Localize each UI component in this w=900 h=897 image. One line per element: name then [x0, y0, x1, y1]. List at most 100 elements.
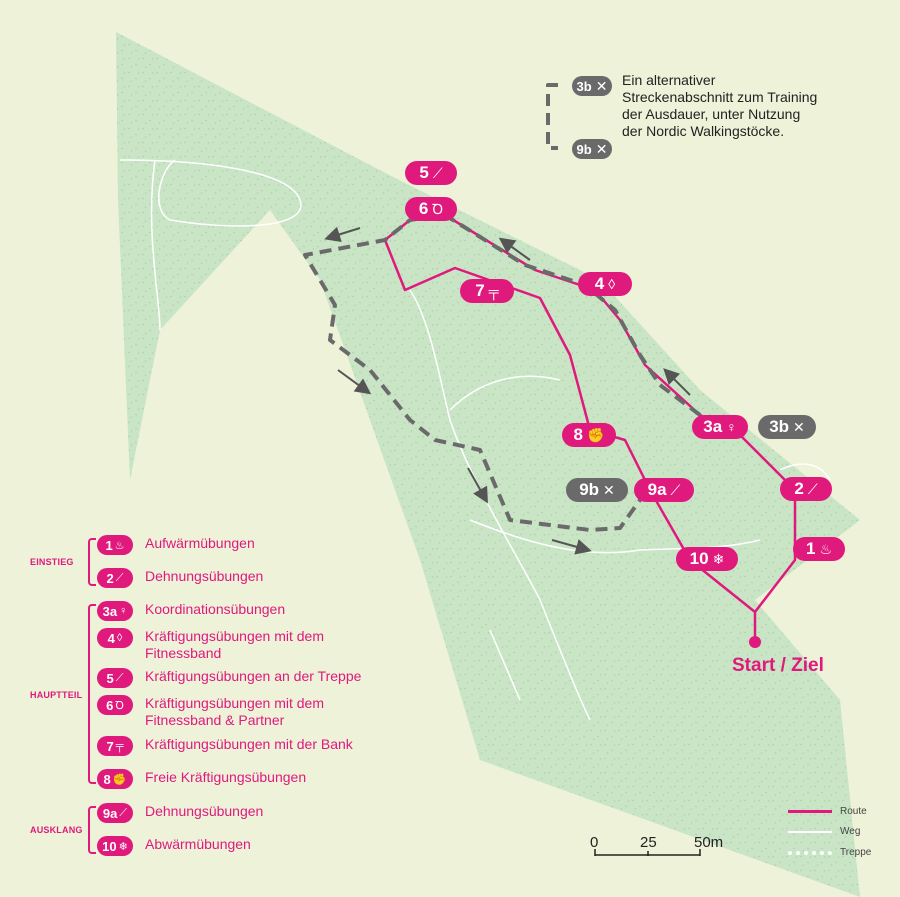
station-number: 6 [418, 199, 429, 218]
walking-poles-icon: ✕ [603, 482, 615, 498]
alt-route-description: Ein alternativer Streckenabschnitt zum T… [622, 72, 818, 139]
drop-icon: ◊ [608, 276, 616, 292]
band-partner-icon: Ꝺ [432, 201, 444, 217]
station-number: 2 [794, 479, 804, 498]
station-number: 7 [475, 281, 485, 300]
legend-text: Kräftigungsübungen mit dem Fitnessband [145, 628, 324, 661]
key-stairs: Treppe [788, 847, 871, 858]
bracket-hauptteil [88, 604, 96, 784]
station-1-badge: 1♨ [793, 537, 845, 561]
bracket-ausklang [88, 806, 96, 854]
direction-arrows [324, 226, 691, 555]
legend-text: Freie Kräftigungsübungen [145, 769, 307, 785]
start-finish-label: Start / Ziel [732, 655, 824, 676]
legend-item-3a: 3a♀ Koordinationsübungen [97, 601, 375, 621]
station-number: 5 [419, 163, 429, 182]
station-7-badge: 7╤ [460, 279, 514, 303]
station-9b-badge: 9b✕ [566, 478, 628, 502]
stretch-icon: ⟋ [807, 481, 818, 497]
station-2-badge: 2⟋ [780, 477, 832, 501]
legend-badge: 7╤ [97, 736, 133, 756]
legend-glyph-icon: ❄ [118, 840, 128, 853]
walking-poles-icon: ✕ [595, 78, 608, 94]
station-4-badge: 4◊ [578, 272, 632, 296]
legend-text: Koordinationsübungen [145, 601, 286, 617]
station-number: 10 [689, 549, 709, 568]
alternative-route [303, 83, 702, 532]
station-number: 9b [579, 480, 600, 499]
station-number: 3b [769, 417, 790, 436]
scale-bar [594, 849, 701, 856]
station-number: 9a [647, 480, 667, 499]
bicep-icon: ✊ [587, 427, 605, 443]
station-number: 1 [805, 539, 816, 558]
section-label-ausklang: AUSKLANG [30, 825, 83, 835]
key-path: Weg [788, 826, 860, 837]
legend-glyph-icon: ♨ [114, 539, 125, 552]
alt-badge-3b: 3b✕ [572, 76, 612, 96]
legend-glyph-icon: ♀ [119, 605, 128, 617]
legend-item-10: 10❄ Abwärmübungen [97, 836, 375, 856]
station-5-badge: 5⟋ [405, 161, 457, 185]
legend-text: Aufwärmübungen [145, 535, 255, 551]
legend-badge: 5⟋ [97, 668, 133, 688]
legend-badge: 8✊ [97, 769, 133, 789]
legend-glyph-icon: ╤ [115, 740, 124, 752]
legend-badge: 1♨ [97, 535, 133, 555]
station-number: 8 [573, 425, 584, 444]
legend-badge: 4◊ [97, 628, 133, 648]
legend-glyph-icon: ⟋ [115, 571, 124, 584]
legend-glyph-icon: ⟋ [119, 806, 128, 819]
legend-glyph-icon: Ꝺ [115, 699, 124, 712]
station-8-badge: 8✊ [562, 423, 616, 447]
bench-icon: ╤ [488, 283, 499, 299]
station-9a-badge: 9a⟋ [634, 478, 694, 502]
walking-poles-icon: ✕ [595, 141, 608, 157]
snowflake-icon: ❄ [712, 551, 725, 567]
station-number: 4 [594, 274, 605, 293]
scale-label-0: 0 [590, 834, 599, 851]
alt-badge-9b: 9b✕ [572, 139, 612, 159]
legend-text: Abwärmübungen [145, 836, 251, 852]
key-route: Route [788, 806, 867, 817]
legend-item-1: 1♨ Aufwärmübungen [97, 535, 375, 555]
legend-text: Kräftigungsübungen mit dem Fitnessband &… [145, 695, 324, 728]
legend-item-5: 5⟋ Kräftigungsübungen an der Treppe [97, 668, 375, 688]
bracket-einstieg [88, 538, 96, 586]
legend-badge: 3a♀ [97, 601, 133, 621]
station-number: 3a [703, 417, 723, 436]
scale-label-50: 50m [694, 834, 724, 851]
station-3a-badge: 3a♀ [692, 415, 748, 439]
legend-badge: 9a⟋ [97, 803, 133, 823]
legend-text: Dehnungsübungen [145, 803, 264, 819]
footpaths [119, 159, 831, 721]
legend-badge: 10❄ [97, 836, 133, 856]
stretch-icon: ⟋ [670, 482, 681, 498]
section-label-hauptteil: HAUPTTEIL [30, 690, 83, 700]
legend-text: Kräftigungsübungen an der Treppe [145, 668, 362, 684]
section-label-einstieg: EINSTIEG [30, 557, 74, 567]
legend-glyph-icon: ✊ [112, 773, 127, 786]
walking-poles-icon: ✕ [793, 419, 805, 435]
scale-label-25: 25 [640, 834, 657, 851]
start-point [749, 636, 761, 648]
flame-icon: ♨ [819, 541, 833, 557]
legend-item-9a: 9a⟋ Dehnungsübungen [97, 803, 375, 823]
legend-text: Dehnungsübungen [145, 568, 264, 584]
stairs-icon: ⟋ [432, 165, 443, 181]
legend-item-2: 2⟋ Dehnungsübungen [97, 568, 375, 588]
station-10-badge: 10❄ [676, 547, 738, 571]
balance-icon: ♀ [726, 419, 737, 435]
station-3b-badge: 3b✕ [758, 415, 816, 439]
legend-glyph-icon: ◊ [116, 632, 123, 644]
legend-text: Kräftigungsübungen mit der Bank [145, 736, 353, 752]
legend-glyph-icon: ⟋ [115, 671, 124, 684]
legend-item-8: 8✊ Freie Kräftigungsübungen [97, 769, 375, 789]
legend-item-4: 4◊ Kräftigungsübungen mit dem Fitnessband [97, 628, 375, 662]
legend-badge: 2⟋ [97, 568, 133, 588]
legend-item-7: 7╤ Kräftigungsübungen mit der Bank [97, 736, 375, 756]
